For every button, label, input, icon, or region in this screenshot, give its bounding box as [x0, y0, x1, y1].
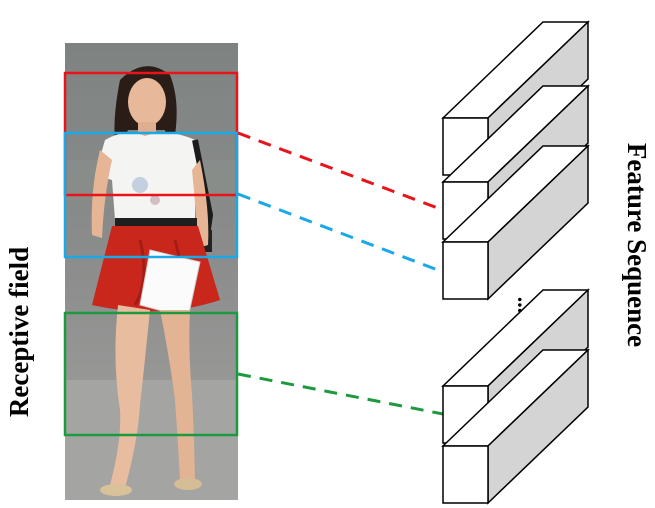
pedestrian-photo [65, 43, 238, 500]
receptive-field-label: Receptive field [4, 247, 34, 417]
feature-block-front-face [442, 241, 489, 300]
feature-block-front-face [442, 445, 489, 504]
connector-blue [237, 192, 444, 274]
feature-block-5 [441, 348, 590, 505]
receptive-field-blue-box [63, 131, 239, 259]
feature-block-3 [441, 144, 590, 301]
connector-green [237, 372, 444, 416]
feature-sequence-stack [441, 20, 590, 505]
receptive-field-green-box [63, 311, 239, 437]
ellipsis-label: ... [513, 297, 538, 314]
connector-red [237, 131, 444, 212]
feature-sequence-label: Feature Sequence [622, 143, 652, 347]
